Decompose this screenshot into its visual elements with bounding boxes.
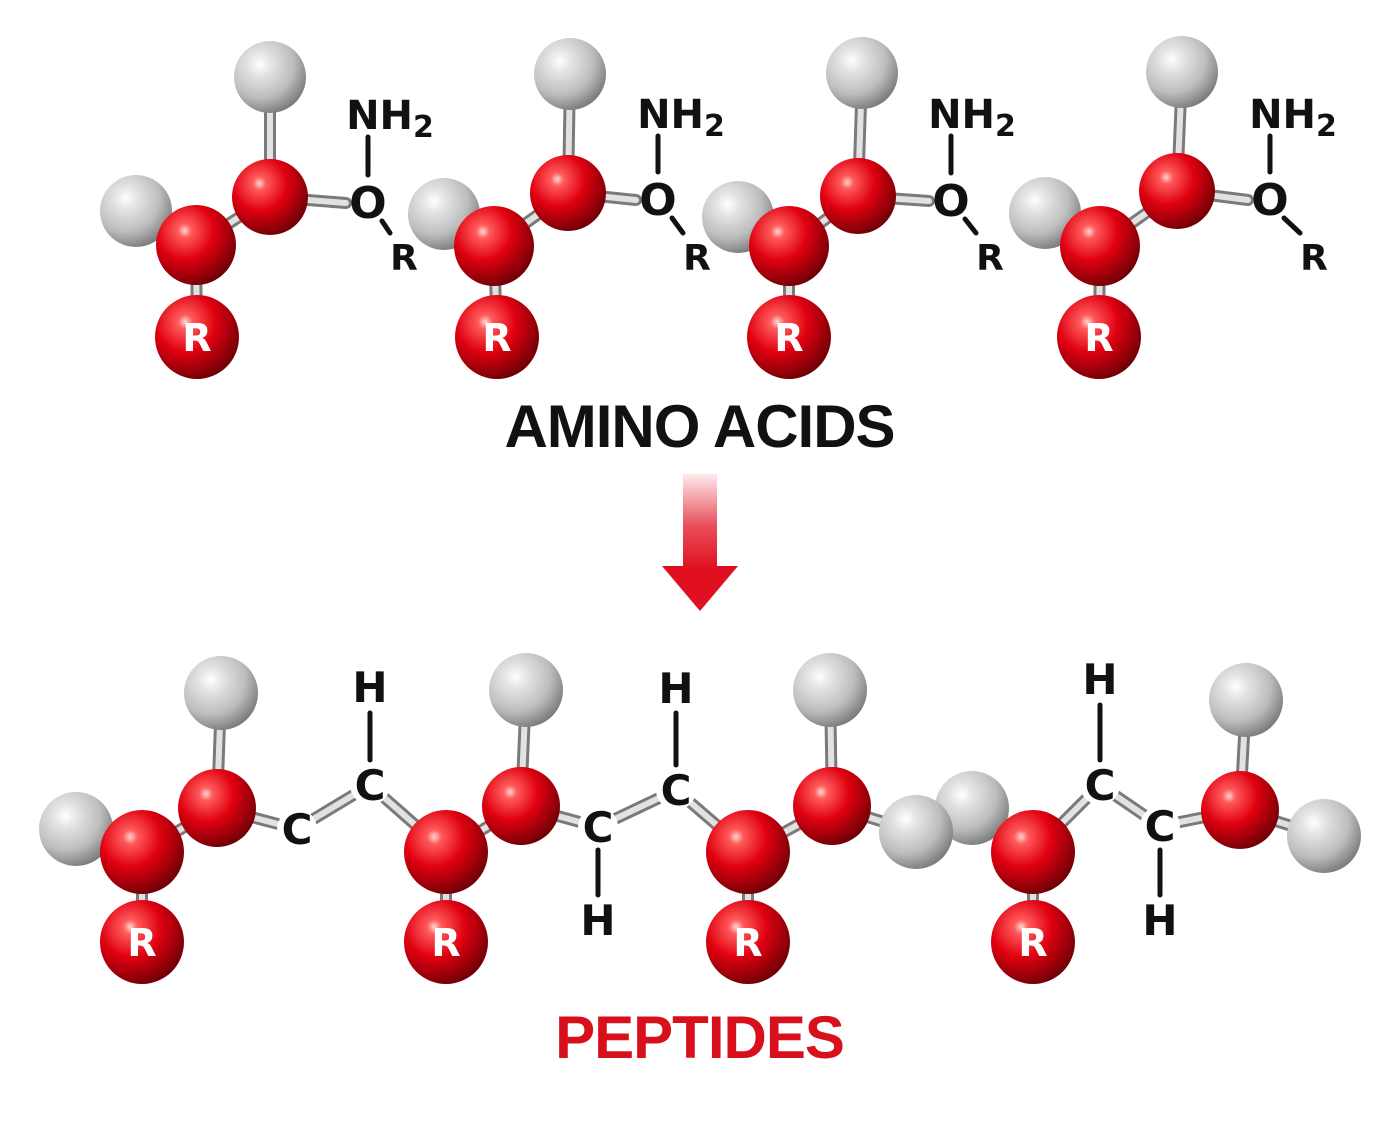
hydrogen-atom [793, 653, 867, 727]
r-group-atom [455, 295, 539, 379]
amino-acids-title: AMINO ACIDS [504, 393, 895, 460]
bond-line [962, 216, 979, 236]
carbon-atom [793, 767, 871, 845]
hydrogen-atom [1146, 36, 1218, 108]
r-group-text: R [1300, 238, 1328, 279]
hydrogen-atom [39, 792, 113, 866]
nh2-label: NH2 [1249, 92, 1337, 144]
r-group-label: R [127, 921, 156, 965]
hydrogen-label: H [352, 663, 387, 712]
carbon-atom [530, 155, 606, 231]
nh2-label: NH2 [346, 93, 434, 145]
arrow-head [662, 566, 738, 611]
carbon-label-backdrop [1140, 806, 1180, 846]
carbon-atom [1201, 771, 1279, 849]
r-group-label: R [733, 921, 762, 965]
carbon-atom [749, 206, 829, 286]
peptides-title: PEPTIDES [555, 1004, 845, 1071]
carbon-label-backdrop [1080, 765, 1120, 805]
carbon-label: C [583, 803, 614, 852]
r-group-atom [747, 295, 831, 379]
oxygen-label: O [932, 176, 969, 227]
hydrogen-label: H [658, 664, 693, 713]
carbon-atom [1139, 153, 1215, 229]
hydrogen-atom [184, 656, 258, 730]
r-group-label: R [1018, 921, 1047, 965]
carbon-label: C [282, 805, 313, 854]
oxygen-label: O [349, 178, 386, 229]
carbon-label-backdrop [350, 765, 390, 805]
bond-line [669, 215, 686, 236]
hydrogen-atom [234, 41, 306, 113]
carbon-label-backdrop [578, 807, 618, 847]
arrow-shaft [683, 474, 717, 570]
carbon-atom [232, 159, 308, 235]
hydrogen-atom [935, 771, 1009, 845]
hydrogen-atom [534, 38, 606, 110]
carbon-label-backdrop [656, 770, 696, 810]
r-group-label: R [1084, 316, 1113, 360]
r-group-label: R [431, 921, 460, 965]
r-group-label: R [482, 316, 511, 360]
hydrogen-atom [826, 37, 898, 109]
hydrogen-atom [879, 795, 953, 869]
hydrogen-atom [100, 175, 172, 247]
r-group-atom [991, 900, 1075, 984]
r-group-label: R [774, 316, 803, 360]
r-group-text: R [976, 238, 1004, 279]
r-group-text: R [683, 238, 711, 279]
carbon-atom [178, 769, 256, 847]
carbon-label: C [1145, 802, 1176, 851]
oxygen-label: O [1251, 175, 1288, 226]
carbon-atom [100, 810, 184, 894]
r-group-atom [100, 900, 184, 984]
r-group-atom [404, 900, 488, 984]
hydrogen-label: H [580, 896, 615, 945]
nh2-label: NH2 [637, 92, 725, 144]
carbon-label: C [661, 766, 692, 815]
atom-layer [39, 36, 1361, 984]
bond-line [1281, 215, 1303, 236]
carbon-atom [156, 205, 236, 285]
carbon-label-backdrop [277, 809, 317, 849]
hydrogen-label: H [1082, 655, 1117, 704]
carbon-label: C [355, 761, 386, 810]
carbon-label: C [1085, 761, 1116, 810]
carbon-atom [820, 158, 896, 234]
carbon-atom [1060, 206, 1140, 286]
r-group-atom [1057, 295, 1141, 379]
reaction-arrow [662, 474, 738, 611]
hydrogen-atom [489, 653, 563, 727]
carbon-atom [991, 810, 1075, 894]
carbon-atom [706, 810, 790, 894]
r-group-atom [706, 900, 790, 984]
nh2-label: NH2 [928, 92, 1016, 144]
hydrogen-atom [1209, 663, 1283, 737]
bond-line [379, 218, 393, 236]
r-group-atom [155, 295, 239, 379]
r-group-text: R [390, 238, 418, 279]
oxygen-label: O [639, 175, 676, 226]
carbon-atom [404, 810, 488, 894]
carbon-atom [482, 767, 560, 845]
hydrogen-label: H [1142, 896, 1177, 945]
carbon-atom [454, 206, 534, 286]
r-group-label: R [182, 316, 211, 360]
hydrogen-atom [1287, 799, 1361, 873]
